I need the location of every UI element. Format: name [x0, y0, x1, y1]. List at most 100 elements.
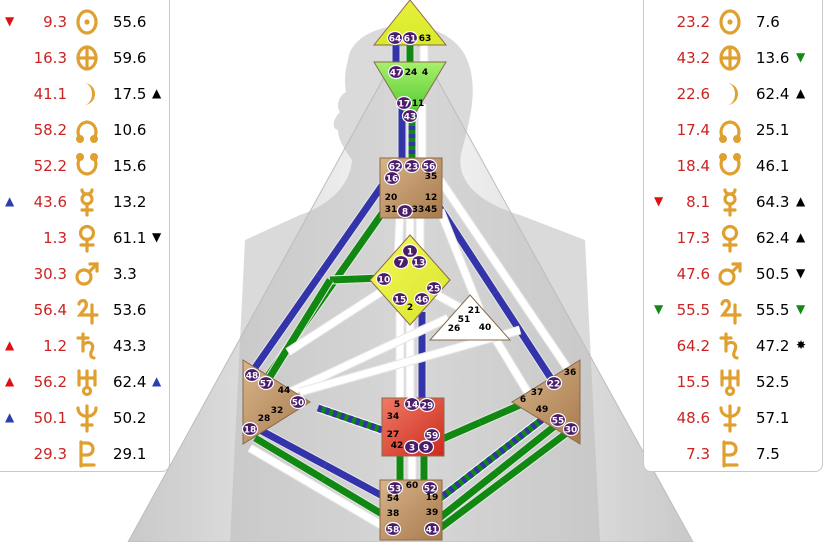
gate-badge: 48 [243, 367, 261, 383]
gate-number: 51 [458, 315, 471, 325]
gate-number: 40 [479, 323, 492, 333]
gate-activation: 55.6 [113, 13, 147, 31]
sun-icon [72, 7, 102, 37]
gate-number: 54 [387, 494, 400, 504]
gate-number: 29 [421, 401, 434, 411]
gate-badge: 13 [410, 254, 428, 270]
gate-activation: 43.3 [113, 337, 147, 355]
gate-number: 18 [244, 425, 257, 435]
gate-badge: 16 [383, 170, 401, 186]
gate-badge: 29 [418, 397, 436, 413]
gate-badge: 14 [403, 396, 421, 412]
gate-number: 2 [407, 303, 413, 313]
gate-activation: 47.2 [756, 337, 790, 355]
design-activation: 17.3 [676, 229, 710, 247]
design-activation: 50.1 [33, 409, 67, 427]
gate-number: 42 [391, 441, 404, 451]
gate-activation: 17.5 [113, 85, 147, 103]
gate-badge: 7 [392, 254, 410, 270]
planet-row: 15.5 52.5 [644, 367, 824, 397]
gate-number: 41 [426, 525, 439, 535]
gate-badge: 58 [384, 521, 402, 537]
gate-badge: 46 [413, 291, 431, 307]
gate-number: 22 [548, 379, 561, 389]
design-activation: 9.3 [43, 13, 67, 31]
gate-activation: 55.5 [756, 301, 790, 319]
gate-number: 12 [425, 193, 438, 203]
gate-number: 31 [385, 205, 398, 215]
gate-activation: 52.5 [756, 373, 790, 391]
gate-activation: 13.2 [113, 193, 147, 211]
activation-arrow: ▼ [654, 302, 664, 316]
gate-number: 11 [412, 99, 425, 109]
design-activation: 15.5 [676, 373, 710, 391]
gate-activation: 15.6 [113, 157, 147, 175]
gate-number: 38 [387, 509, 400, 519]
north-node-icon [715, 115, 745, 145]
planet-arrow: ▲ [796, 86, 806, 100]
planet-arrow: ▼ [796, 302, 806, 316]
design-activation: 52.2 [33, 157, 67, 175]
gate-number: 23 [406, 162, 419, 172]
gate-badge: 18 [241, 421, 259, 437]
gate-number: 27 [387, 430, 400, 440]
gate-badge: 52 [421, 480, 439, 496]
gate-number: 45 [425, 205, 438, 215]
channel-18-58 [247, 444, 396, 536]
moon-icon [72, 79, 102, 109]
venus-icon [72, 223, 102, 253]
mars-icon [715, 259, 745, 289]
gate-activation: 3.3 [113, 265, 137, 283]
gate-number: 13 [413, 258, 426, 268]
pluto-icon [715, 439, 745, 469]
design-activation: 1.3 [43, 229, 67, 247]
gate-number: 10 [378, 275, 391, 285]
channel-26-44 [288, 313, 450, 397]
gate-badge: 23 [403, 158, 421, 174]
gate-number: 34 [387, 412, 400, 422]
gate-number: 53 [389, 484, 402, 494]
channel-45-21 [435, 208, 485, 312]
jupiter-icon [72, 295, 102, 325]
mars-icon [72, 259, 102, 289]
gate-number: 6 [520, 395, 526, 405]
design-activation: 58.2 [33, 121, 67, 139]
gate-number: 56 [423, 162, 436, 172]
jupiter-icon [715, 295, 745, 325]
design-activation: 43.6 [33, 193, 67, 211]
gate-badge: 25 [425, 280, 443, 296]
mercury-icon [715, 187, 745, 217]
gate-activation: 53.6 [113, 301, 147, 319]
gate-badge: 10 [375, 271, 393, 287]
design-activation: 56.4 [33, 301, 67, 319]
north-node-icon [72, 115, 102, 145]
gate-number: 20 [385, 193, 398, 203]
channel-16-48 [248, 177, 390, 375]
gate-badge: 53 [386, 480, 404, 496]
neptune-icon [72, 403, 102, 433]
gate-number: 4 [422, 68, 428, 78]
gate-activation: 50.5 [756, 265, 790, 283]
gate-number: 58 [387, 525, 400, 535]
planet-arrow: ✸ [796, 338, 807, 352]
